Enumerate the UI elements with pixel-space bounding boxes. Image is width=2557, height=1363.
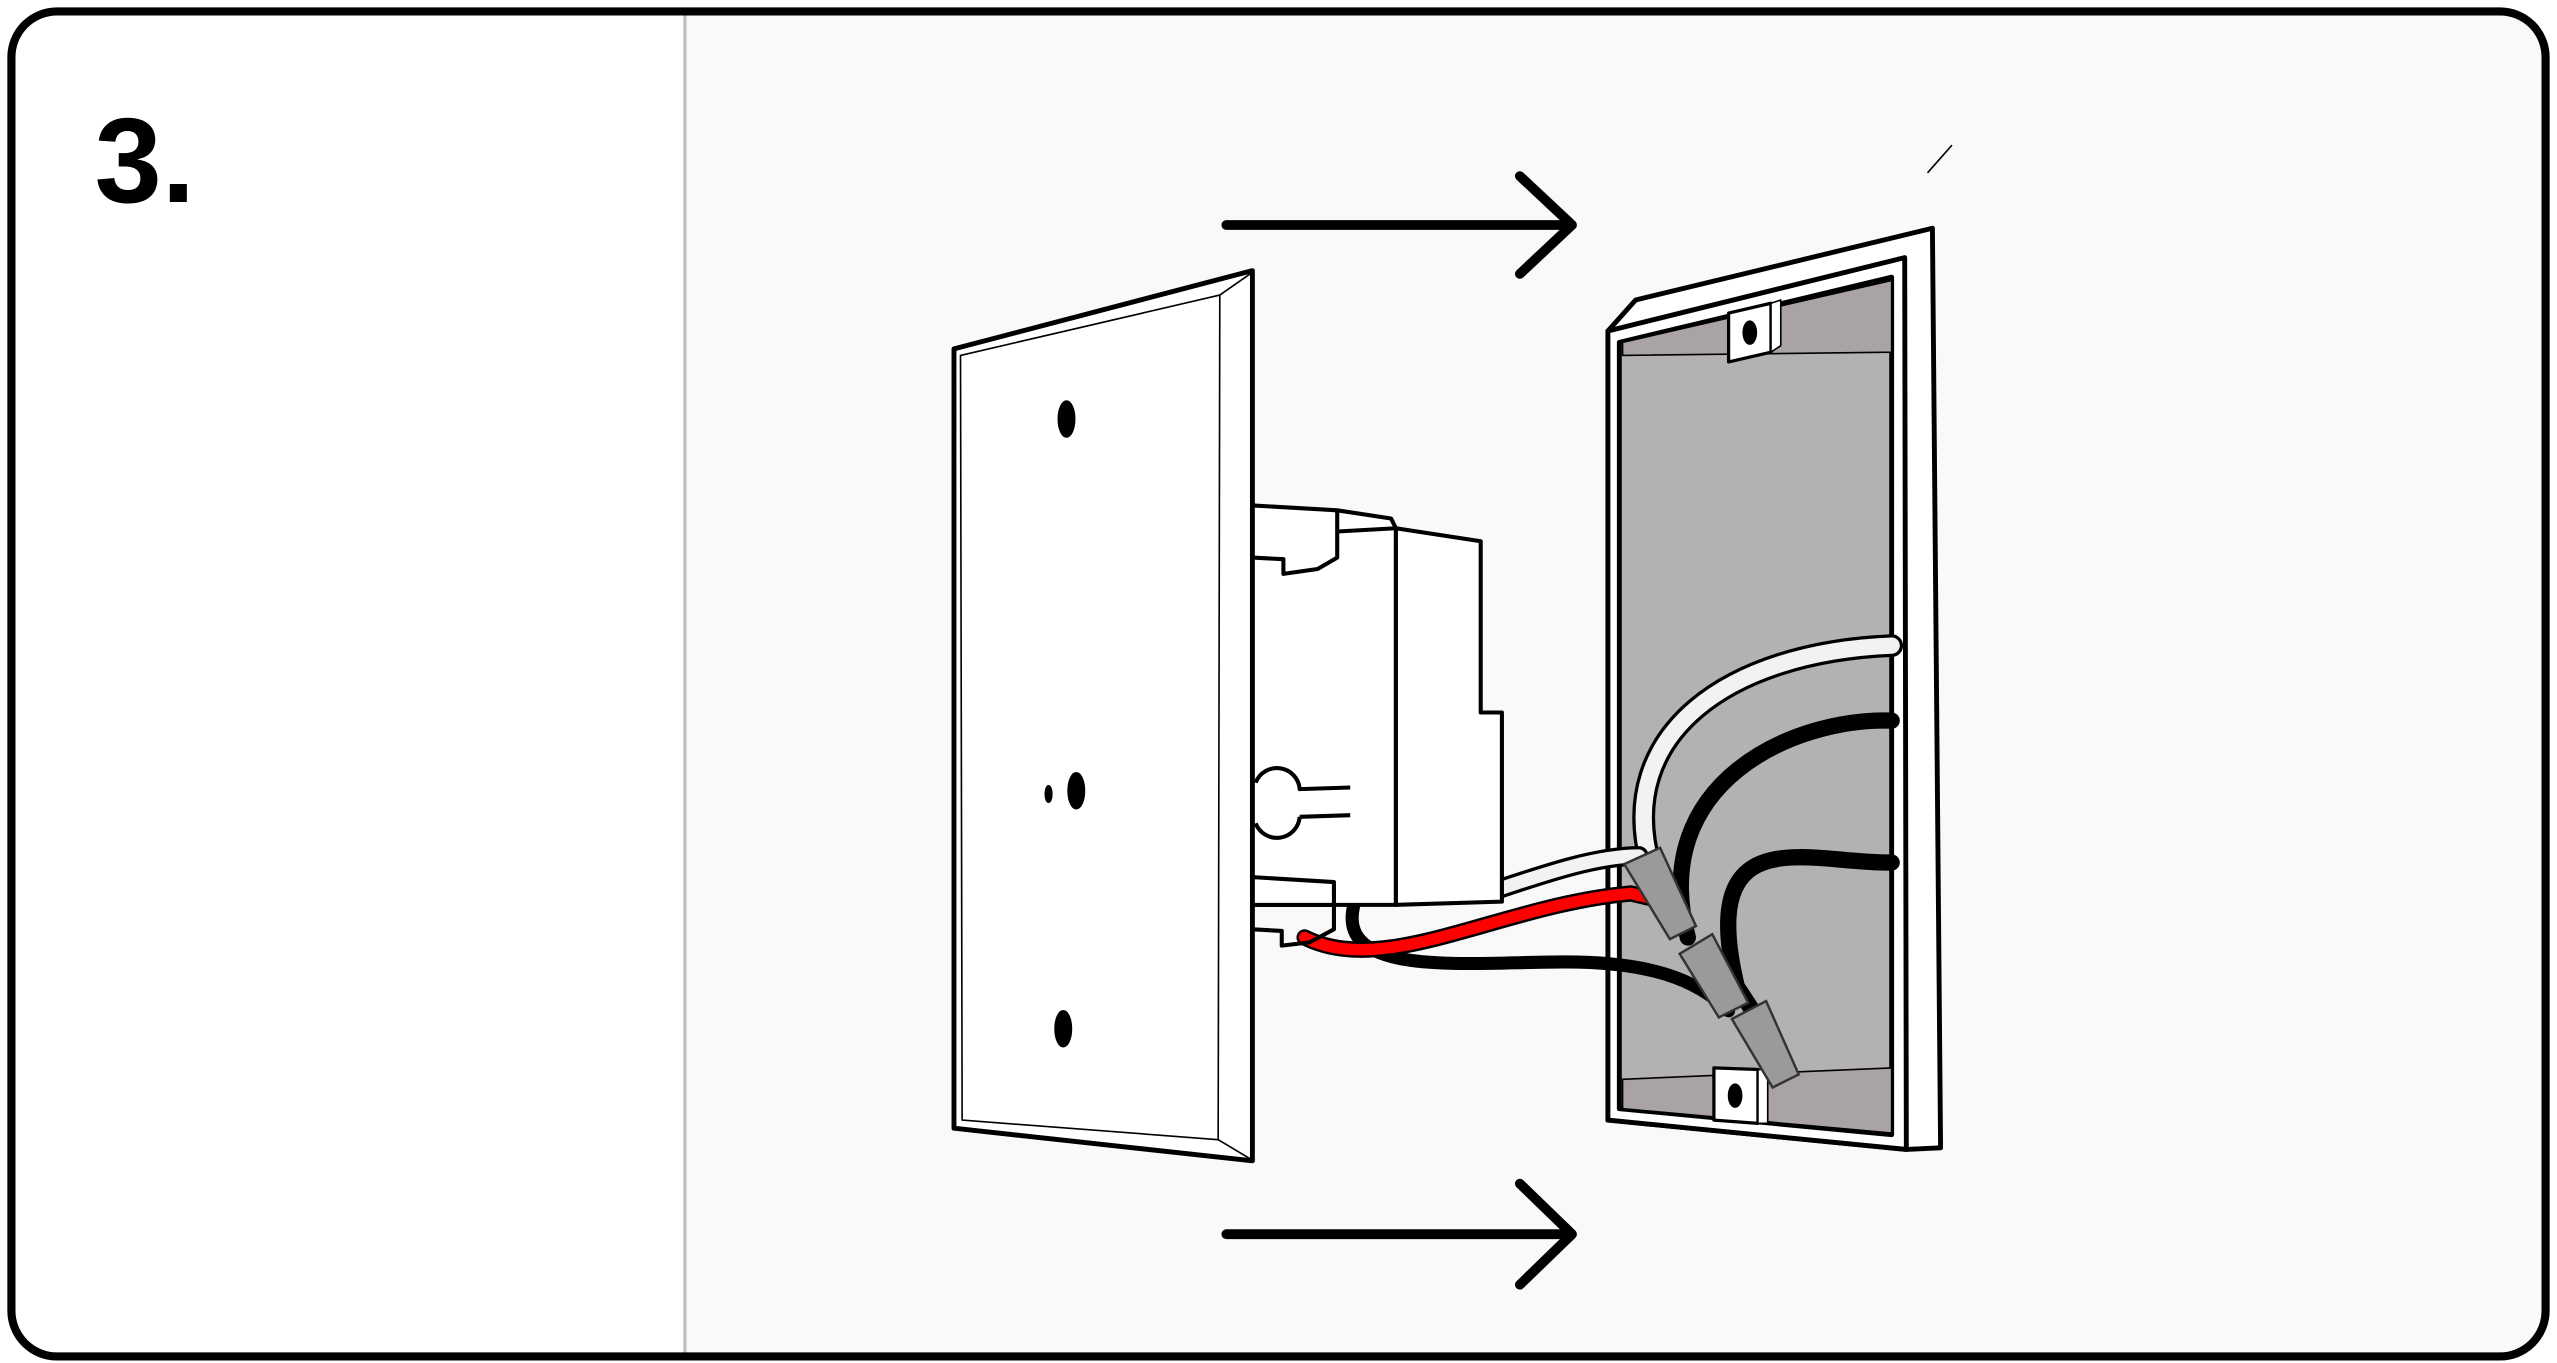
electrical-box [1605,225,1944,1152]
step-number: 3. [95,93,196,228]
wire-nuts [1622,846,1801,1090]
switch-device [1250,503,1504,948]
card-border [7,7,2550,1361]
arrow-right-icon [1221,1178,1577,1290]
arrow-right-icon [1221,171,1577,279]
stray-mark [1926,144,1953,174]
wall-plate [951,268,1255,1164]
box-wires [1296,634,1904,1028]
